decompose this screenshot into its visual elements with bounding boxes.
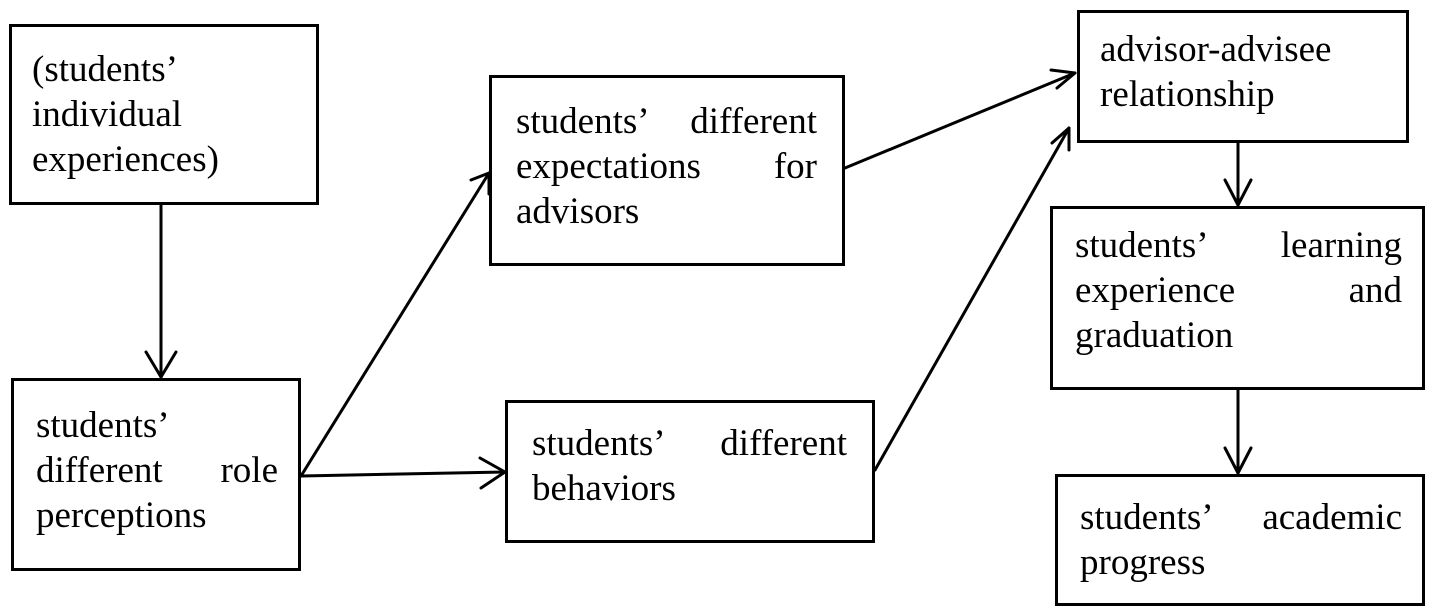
edge-expectations-to-relationship (843, 68, 1077, 170)
node-role-perceptions: students’ different role perceptions (11, 378, 301, 571)
node-text-line: different role (36, 450, 278, 492)
node-text-line: students’ (36, 405, 170, 446)
node-text-line: students’ different (516, 101, 817, 142)
node-text-line: expectations for (516, 146, 817, 188)
node-relationship: advisor-advisee relationship (1077, 10, 1409, 143)
node-text-line: students’ academic (1080, 497, 1402, 538)
node-text-line: students’ learning (1075, 225, 1402, 266)
node-text-line: individual (32, 94, 183, 136)
node-text-line: progress (1080, 542, 1206, 584)
edge-learning-to-progress (1223, 388, 1253, 475)
node-text-line: students’ different (532, 423, 847, 464)
node-text-line: perceptions (36, 495, 207, 537)
edge-role-perceptions-to-behaviors (299, 456, 507, 490)
node-text-line: graduation (1075, 315, 1234, 357)
node-academic-progress: students’ academic progress (1055, 474, 1425, 606)
node-learning-experience: students’ learning experience and gradua… (1050, 206, 1425, 390)
edge-behaviors-to-relationship (873, 126, 1071, 472)
edge-experiences-to-role-perceptions (144, 203, 178, 379)
node-text-line: behaviors (532, 468, 676, 510)
node-text-line: advisors (516, 191, 640, 233)
edge-relationship-to-learning (1223, 141, 1253, 207)
edge-role-perceptions-to-expectations (299, 171, 491, 478)
node-text-line: relationship (1100, 74, 1275, 116)
node-text-line: (students’ (32, 49, 178, 90)
node-text-line: experiences) (32, 139, 219, 181)
node-behaviors: students’ different behaviors (505, 400, 875, 543)
node-individual-experiences: (students’ individual experiences) (9, 24, 319, 205)
node-text-line: advisor-advisee (1100, 29, 1332, 70)
node-expectations: students’ different expectations for adv… (489, 75, 845, 266)
node-text-line: experience and (1075, 270, 1402, 312)
